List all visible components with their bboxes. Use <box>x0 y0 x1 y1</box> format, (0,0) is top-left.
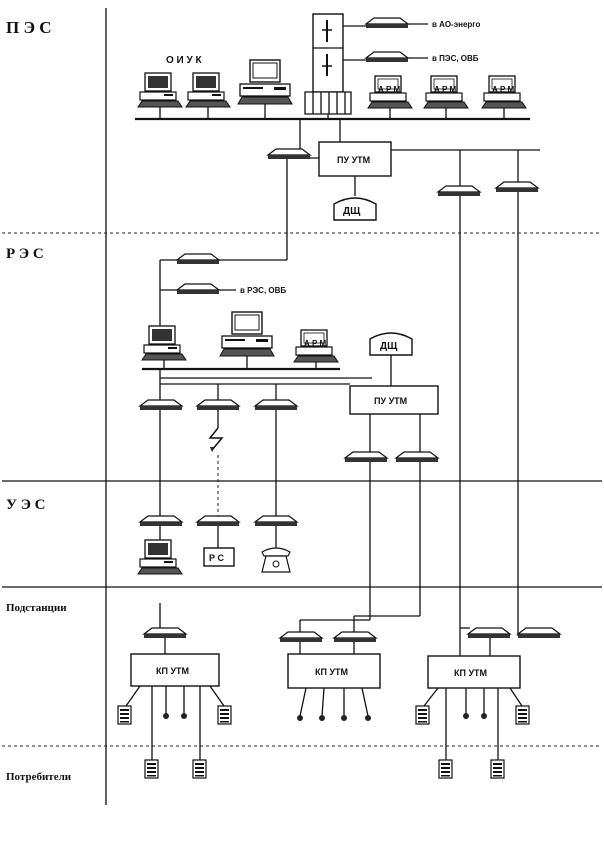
radio-link-icon <box>208 427 224 451</box>
modem-kp-3a <box>467 627 511 639</box>
oiuk-label: О И У К <box>166 55 203 66</box>
label-to-res-obb: в РЭС, ОВБ <box>240 286 286 295</box>
computer-oiuk-2 <box>185 72 231 108</box>
meter-icon <box>217 705 232 725</box>
modem-to-energo <box>365 17 409 29</box>
meter-icon <box>117 705 132 725</box>
level-label-consumers: Потребители <box>6 771 72 783</box>
label-to-energo: в АО-энерго <box>432 20 481 29</box>
arm-label: А Р М <box>492 85 515 94</box>
radio-station <box>203 547 235 567</box>
modem-kp-2a <box>279 631 323 643</box>
pu-utm-res <box>349 385 439 415</box>
level-label-ues: У Э С <box>6 497 46 513</box>
computer-ues <box>137 539 183 575</box>
kp-utm-2-label: КП УТМ <box>315 667 348 677</box>
consumer-meter-icon <box>192 759 207 779</box>
level-label-res: Р Э С <box>6 246 44 262</box>
modem-pes-to-res <box>267 148 311 160</box>
sensor-icon <box>163 713 169 719</box>
kp-utm-1 <box>130 653 220 687</box>
sensor-icon <box>319 715 325 721</box>
kp-utm-3-label: КП УТМ <box>454 668 487 678</box>
modem-res-link <box>176 253 220 265</box>
modem-kp-1 <box>143 627 187 639</box>
modem-res-lower-1 <box>344 451 388 463</box>
modem-res-row-2 <box>196 399 240 411</box>
computer-oiuk-main <box>237 59 293 105</box>
modem-kp-2b <box>333 631 377 643</box>
computer-res-1 <box>141 325 187 361</box>
meter-icon <box>515 705 530 725</box>
sensor-icon <box>297 715 303 721</box>
consumer-meter-icon <box>144 759 159 779</box>
dispatch-board-res-label: ДЩ <box>380 341 398 352</box>
modem-ues-2 <box>196 515 240 527</box>
consumer-meter-icon <box>490 759 505 779</box>
consumer-meter-icon <box>438 759 453 779</box>
sensor-icon <box>341 715 347 721</box>
dispatch-board-res <box>369 332 413 356</box>
kp-utm-2 <box>287 653 381 689</box>
sensor-icon <box>365 715 371 721</box>
modem-ues-1 <box>139 515 183 527</box>
modem-res-row-1 <box>139 399 183 411</box>
pu-utm-pes <box>318 141 392 177</box>
computer-oiuk-1 <box>137 72 183 108</box>
pu-utm-pes-label: ПУ УТМ <box>337 155 370 165</box>
sensor-icon <box>181 713 187 719</box>
modem-res-row-3 <box>254 399 298 411</box>
label-to-pes-obb: в ПЭС, ОВБ <box>432 54 479 63</box>
arm-label: А Р М <box>378 85 401 94</box>
sensor-icon <box>463 713 469 719</box>
sensor-icon <box>481 713 487 719</box>
radio-station-label: Р С <box>209 553 225 563</box>
dispatch-board-pes <box>333 197 377 221</box>
pu-utm-res-label: ПУ УТМ <box>374 396 407 406</box>
modem-pes-right-1 <box>437 185 481 197</box>
modem-pes-right-2 <box>495 181 539 193</box>
modem-kp-3b <box>517 627 561 639</box>
arm-label: А Р М <box>304 339 327 348</box>
modem-to-res-obb <box>176 283 220 295</box>
level-label-substations: Подстанции <box>6 602 67 614</box>
kp-utm-1-label: КП УТМ <box>156 666 189 676</box>
kp-utm-3 <box>427 655 521 689</box>
arm-label: А Р М <box>434 85 457 94</box>
dispatch-board-pes-label: ДЩ <box>343 206 361 217</box>
modem-to-pes-obb <box>365 51 409 63</box>
modem-ues-3 <box>254 515 298 527</box>
level-label-pes: П Э С <box>6 18 52 37</box>
meter-icon <box>415 705 430 725</box>
telephone-icon <box>261 547 291 573</box>
modem-res-lower-2 <box>395 451 439 463</box>
computer-res-main <box>219 311 275 357</box>
server-rack <box>304 13 352 115</box>
